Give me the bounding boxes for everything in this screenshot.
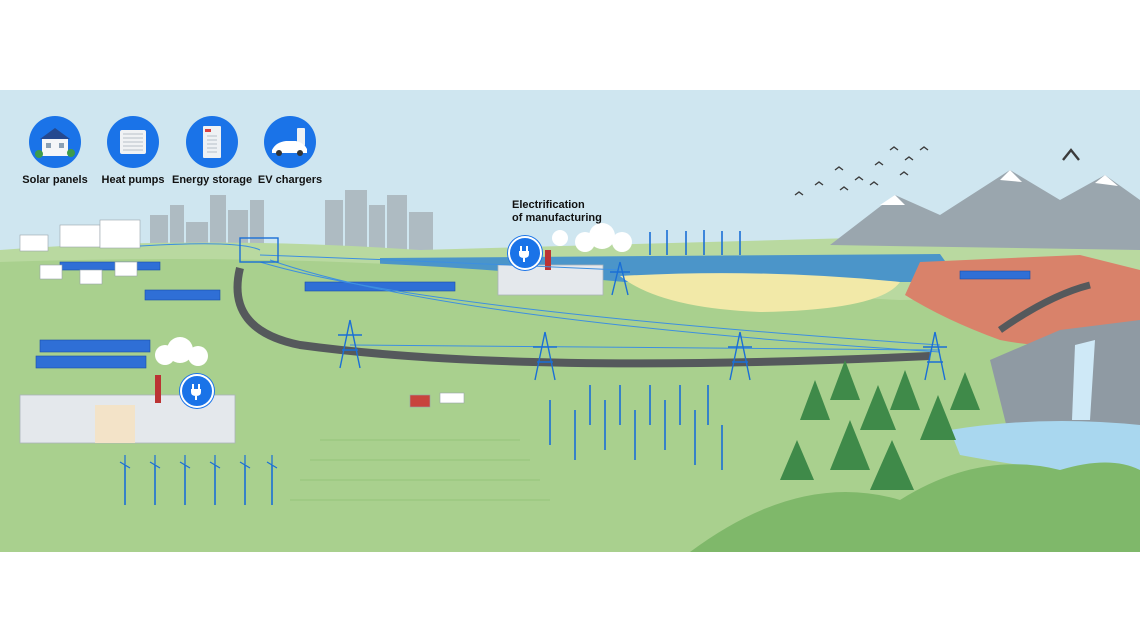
birds	[794, 146, 1080, 196]
transmission-lines	[139, 243, 941, 353]
plug-leaf-icon	[191, 384, 201, 400]
forest	[780, 360, 1126, 540]
foreground-hills	[690, 462, 1140, 552]
electrification-badge-left	[180, 374, 214, 408]
waterfall	[1072, 340, 1095, 420]
turbine-blades	[119, 455, 278, 469]
road-canyon	[997, 281, 1091, 333]
legend-energy-storage: Energy storage	[172, 116, 252, 186]
mountains	[830, 170, 1140, 250]
steam-clouds	[155, 223, 632, 366]
electrification-badge-center	[508, 236, 542, 270]
solar-house-icon	[29, 116, 81, 168]
legend-ev-chargers: EV chargers	[250, 116, 330, 186]
ground	[0, 259, 1140, 552]
plug-leaf-icon	[519, 246, 529, 262]
ev-charger-icon	[264, 116, 316, 168]
legend-heat-pumps: Heat pumps	[93, 116, 173, 186]
beach	[620, 273, 900, 312]
factory-left	[19, 375, 236, 444]
houses	[19, 219, 465, 408]
callout-line-1: Electrification	[512, 199, 585, 211]
factory-center	[497, 250, 604, 296]
callout-line-2: of manufacturing	[512, 212, 602, 224]
solar-arrays	[35, 261, 1031, 369]
cliff	[990, 320, 1140, 440]
legend-label: Heat pumps	[101, 174, 165, 186]
legend-solar-panels: Solar panels	[15, 116, 95, 186]
battery-storage-icon	[186, 116, 238, 168]
road	[233, 267, 931, 368]
legend-label: Solar panels	[22, 174, 88, 186]
heat-pump-icon	[107, 116, 159, 168]
legend-label: Energy storage	[172, 174, 253, 186]
electrification-callout: Electrification of manufacturing	[512, 199, 602, 225]
legend-label: EV chargers	[257, 174, 323, 186]
wind-turbines	[124, 230, 741, 505]
field-plots	[290, 439, 550, 501]
pylons	[239, 237, 947, 381]
